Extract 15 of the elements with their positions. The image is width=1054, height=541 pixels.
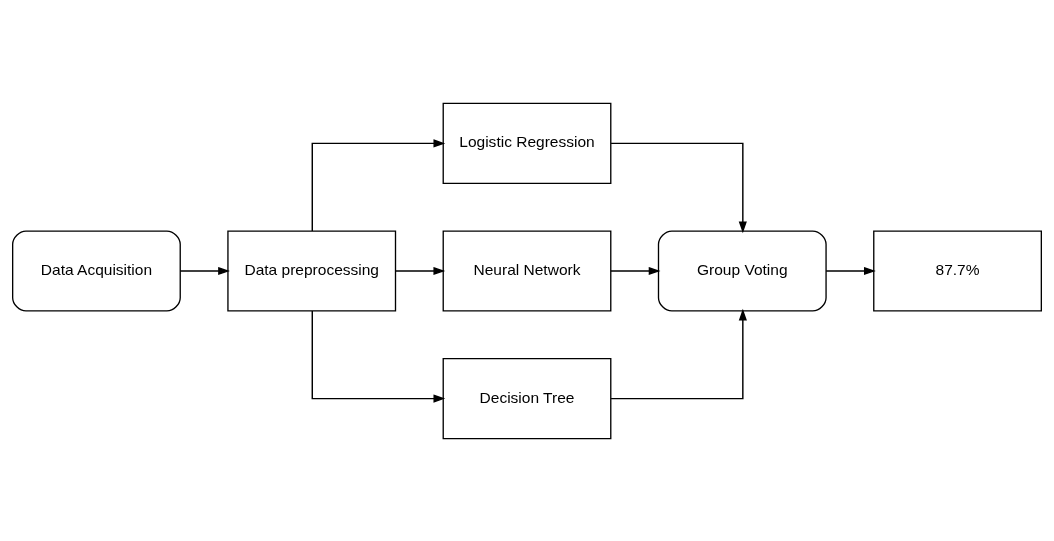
arrow [179, 266, 230, 275]
node-box: Logistic Regression [442, 102, 612, 184]
arrow [825, 266, 876, 275]
arrow [610, 142, 747, 233]
arrow [311, 138, 446, 232]
node-box: Data Acquisition [12, 229, 181, 312]
arrow [610, 308, 747, 399]
node-box: Neural Network [442, 229, 612, 312]
node-box: Group Voting [657, 229, 827, 312]
arrow [311, 309, 446, 403]
node-box: Decision Tree [442, 357, 612, 439]
arrow [394, 266, 446, 275]
arrow [610, 266, 661, 275]
node-box: Data preprocessing [227, 229, 397, 312]
node-box: 87.7% [873, 229, 1042, 312]
